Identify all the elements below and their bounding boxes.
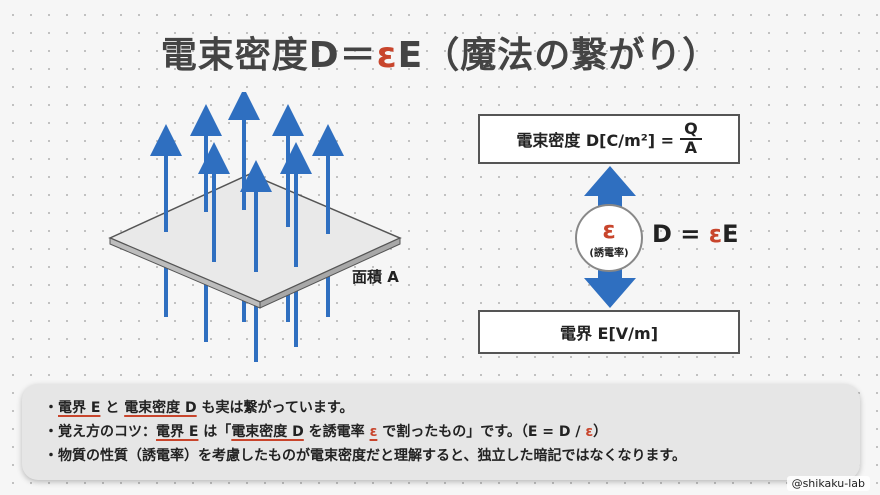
plate-diagram bbox=[108, 92, 402, 362]
page-title: 電束密度D＝εE（魔法の繋がり） bbox=[0, 26, 880, 78]
fraction-denominator: A bbox=[684, 138, 698, 157]
note-term-field: 電界 E bbox=[58, 400, 101, 416]
title-prefix: 電束密度D＝ bbox=[160, 35, 377, 76]
formula-right: E bbox=[722, 220, 739, 248]
note-epsilon: ε bbox=[585, 424, 594, 440]
flux-density-box: 電束密度 D[C/m²] = Q A bbox=[478, 114, 740, 164]
note-bullet: ・ bbox=[44, 424, 58, 440]
electric-field-label: 電界 E[V/m] bbox=[559, 324, 659, 343]
note-term-flux: 電束密度 D bbox=[124, 400, 197, 416]
title-suffix: E（魔法の繋がり） bbox=[397, 35, 720, 76]
flux-fraction: Q A bbox=[680, 120, 702, 157]
notes-panel: ・電界 E と 電束密度 D も実は繋がっています。 ・覚え方のコツ：電界 E … bbox=[22, 384, 860, 480]
note-term-field: 電界 E bbox=[156, 424, 199, 440]
formula-epsilon: ε bbox=[708, 220, 723, 248]
permittivity-circle: ε (誘電率) bbox=[575, 204, 643, 272]
note-text: は「 bbox=[198, 424, 232, 440]
note-2: ・覚え方のコツ：電界 E は「電束密度 D を誘電率 ε で割ったもの」です。（… bbox=[44, 420, 838, 444]
note-term-flux: 電束密度 D bbox=[231, 424, 304, 440]
electric-field-box: 電界 E[V/m] bbox=[478, 310, 740, 354]
credit-label: @shikaku-lab bbox=[786, 476, 870, 491]
area-label: 面積 A bbox=[352, 268, 399, 286]
flux-arrows-upper bbox=[150, 92, 344, 272]
note-bullet: ・ bbox=[44, 400, 58, 416]
flux-density-label: 電束密度 D[C/m²] = bbox=[516, 131, 675, 150]
note-bullet: ・ bbox=[44, 448, 58, 464]
note-term-epsilon: ε bbox=[369, 424, 378, 440]
note-text: ） bbox=[593, 424, 608, 440]
fraction-numerator: Q bbox=[680, 120, 702, 140]
permittivity-symbol: ε bbox=[602, 215, 616, 244]
title-epsilon: ε bbox=[376, 35, 398, 76]
note-3: ・物質の性質（誘電率）を考慮したものが電束密度だと理解すると、独立した暗記ではな… bbox=[44, 444, 838, 468]
note-1: ・電界 E と 電束密度 D も実は繋がっています。 bbox=[44, 396, 838, 420]
formula-left: D = bbox=[652, 220, 709, 248]
note-text: 覚え方のコツ： bbox=[58, 424, 156, 440]
permittivity-label: (誘電率) bbox=[589, 247, 629, 259]
note-text: で割ったもの」です。（E = D / bbox=[377, 424, 586, 440]
note-text: を誘電率 bbox=[303, 424, 370, 440]
note-text: と bbox=[100, 400, 125, 416]
note-text: 物質の性質（誘電率）を考慮したものが電束密度だと理解すると、独立した暗記ではなく… bbox=[58, 448, 687, 464]
relation-formula: D = εE bbox=[652, 220, 739, 248]
note-text: も実は繋がっています。 bbox=[196, 400, 354, 416]
